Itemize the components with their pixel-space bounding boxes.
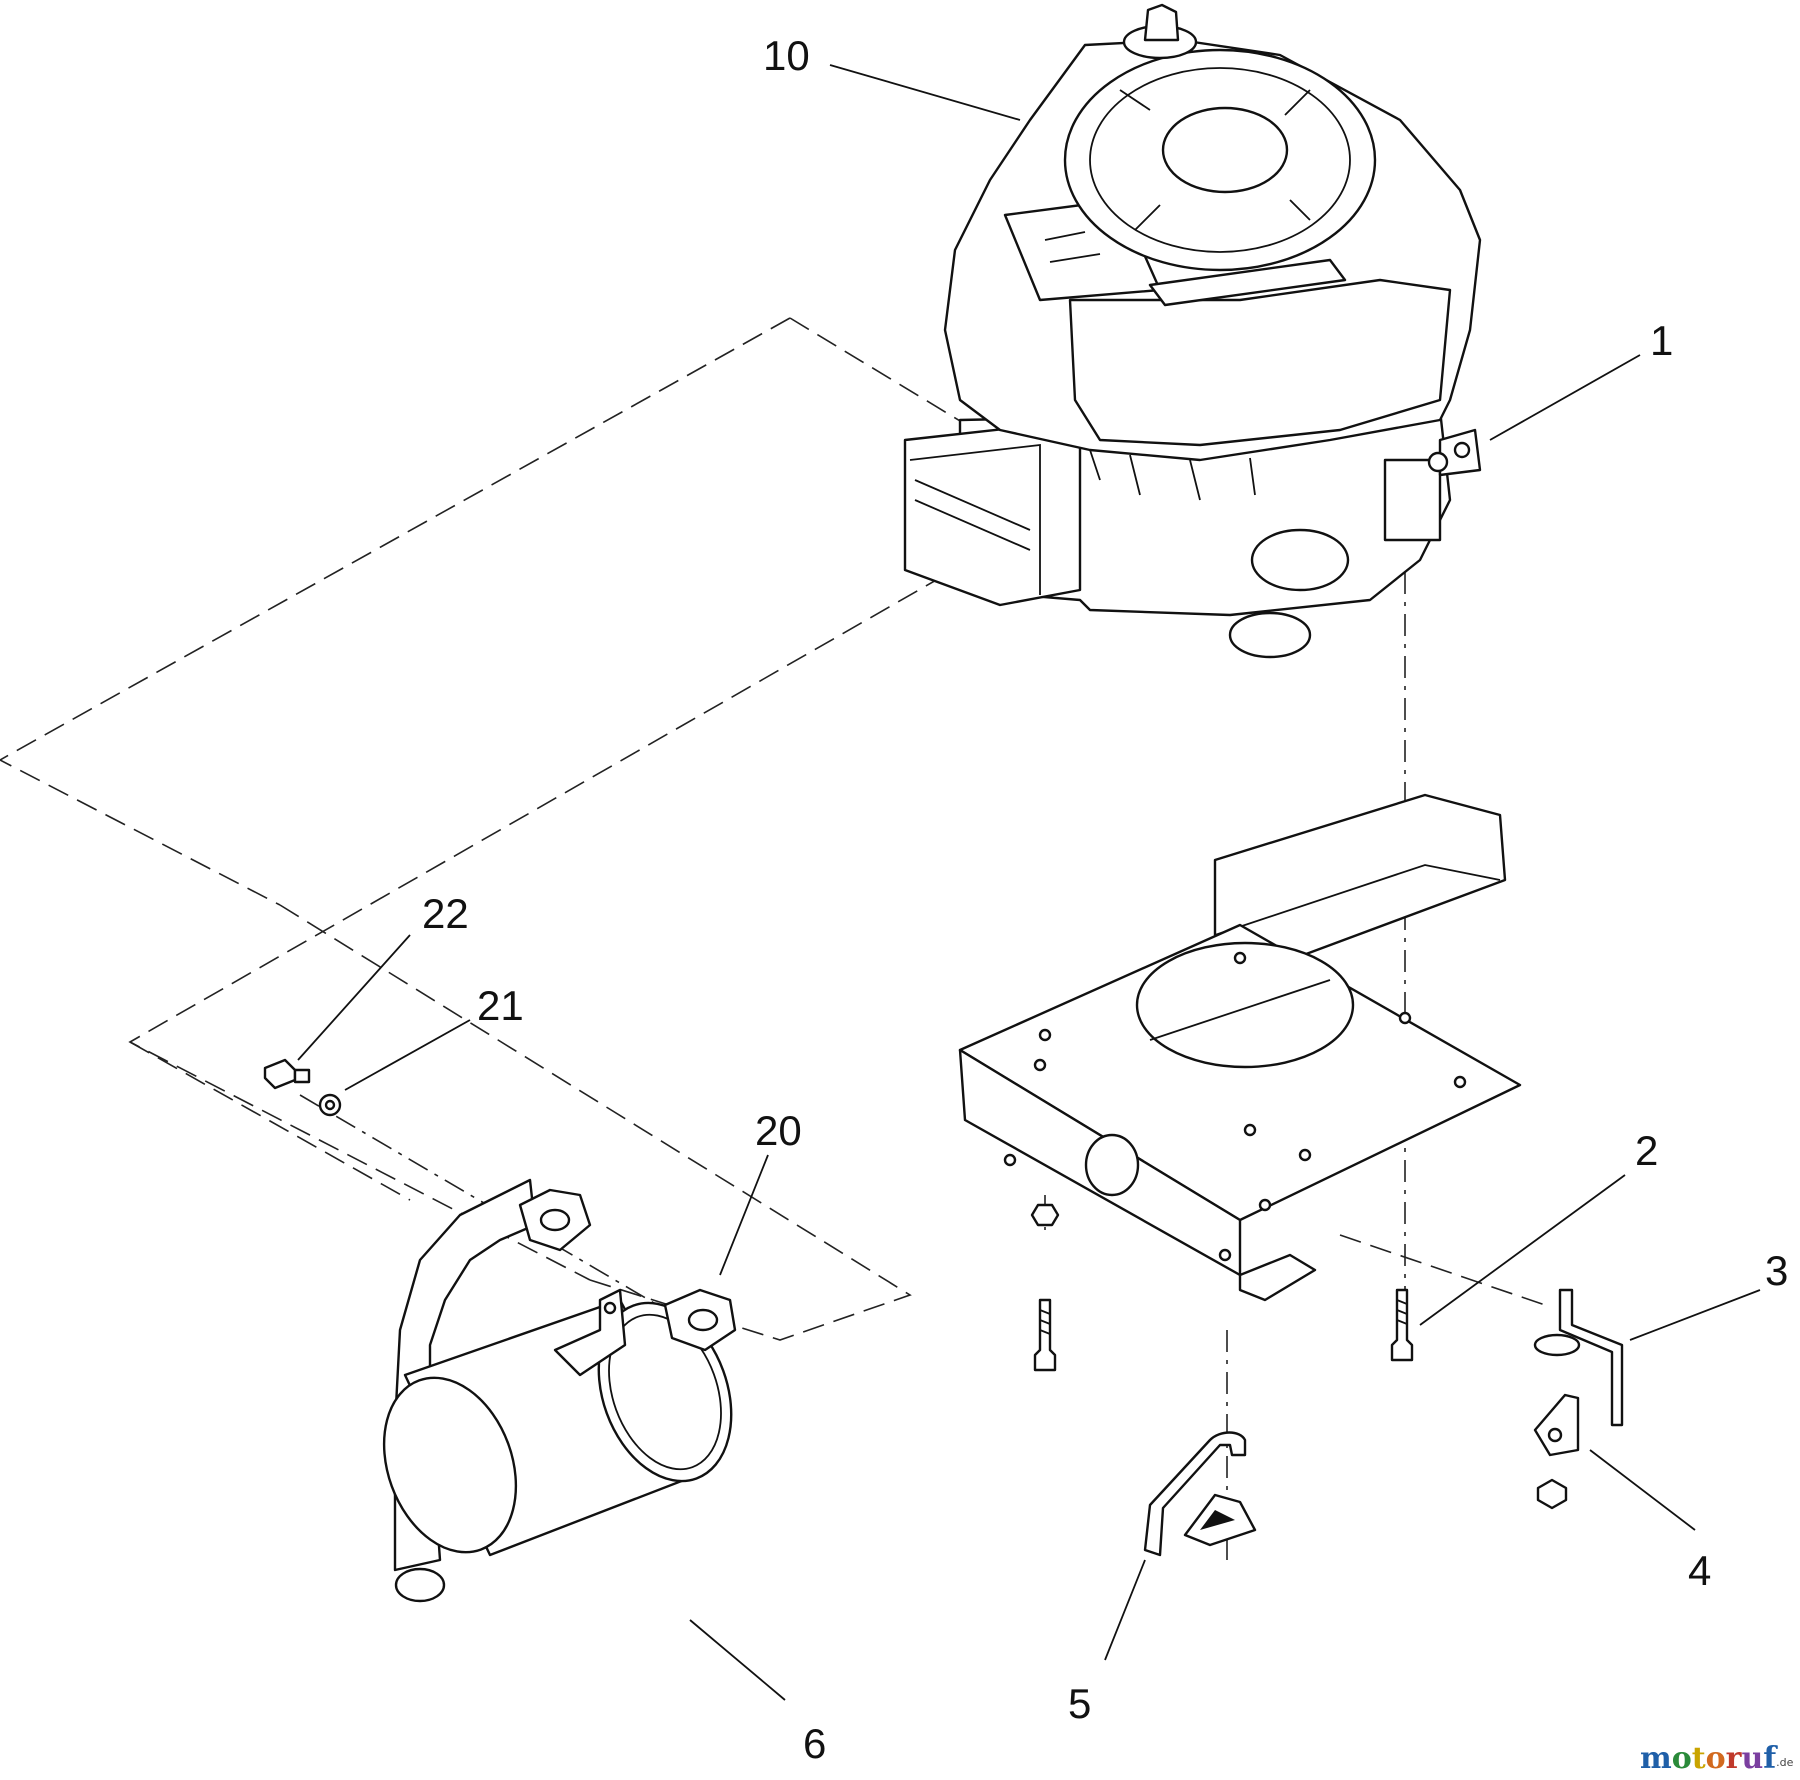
exhaust-plane-top-edge <box>789 317 976 431</box>
callout-21: 21 <box>477 982 524 1029</box>
part-20-gasket <box>663 1288 737 1352</box>
engine-shroud-band <box>1068 278 1452 447</box>
engine-flywheel-ring <box>1089 67 1351 253</box>
rod-clip <box>1533 1333 1581 1357</box>
deck-center-opening <box>1135 941 1355 1069</box>
part-1-nut <box>1427 451 1449 473</box>
deck-mounting-holes <box>1003 951 1467 1262</box>
part-2-bolts <box>1030 1203 1414 1372</box>
callout-5: 5 <box>1068 1680 1091 1727</box>
engine-oil-cap <box>1143 3 1180 42</box>
part-21-22-hardware <box>263 1058 342 1117</box>
bracket-nut <box>1536 1478 1568 1510</box>
engine-model-plate-text <box>1044 231 1101 263</box>
frame-channel-rail-edge <box>1214 864 1501 936</box>
part-5-link <box>1143 1431 1257 1557</box>
watermark-letter-5: u <box>1741 1741 1763 1776</box>
callout-22: 22 <box>422 890 469 937</box>
exhaust-plane-inner <box>129 1041 411 1201</box>
lock-washer-left <box>1030 1203 1060 1227</box>
muffler-tailpipe <box>394 1567 446 1603</box>
muffler-end-cap-rim <box>608 1313 722 1471</box>
cap-screw-shank <box>293 1068 311 1084</box>
leader-10 <box>829 64 1021 121</box>
engine-cooling-ribs <box>1089 449 1256 501</box>
leader-2 <box>1419 1174 1626 1326</box>
mounting-deck-foot <box>1238 1253 1317 1302</box>
callout-10: 10 <box>763 32 810 79</box>
leader-3 <box>1629 1289 1761 1341</box>
bolt-left-thread <box>1039 1309 1051 1335</box>
part-6-muffler <box>382 1178 733 1603</box>
leader-1 <box>1489 354 1641 441</box>
gasket-port <box>687 1308 719 1332</box>
throttle-rod <box>1558 1288 1624 1427</box>
leader-21 <box>344 1019 471 1091</box>
part-3-4-bracket <box>1533 1288 1624 1510</box>
bolt-right <box>1390 1288 1414 1362</box>
callout-4: 4 <box>1688 1547 1711 1594</box>
bolt-left <box>1033 1298 1057 1372</box>
watermark-logo: motoruf.de <box>1640 1741 1794 1776</box>
link-rod <box>1143 1431 1247 1557</box>
leader-5 <box>1104 1559 1146 1661</box>
engine-air-filter-box <box>903 423 1082 607</box>
engine-control-bracket <box>1383 458 1442 542</box>
watermark-letter-1: o <box>1672 1741 1692 1776</box>
cap-screw <box>263 1058 297 1090</box>
mounting-frame <box>958 793 1522 1302</box>
callout-3: 3 <box>1765 1247 1788 1294</box>
engine-carburetor <box>1250 528 1350 592</box>
watermark-letter-2: t <box>1692 1741 1706 1776</box>
watermark-suffix: .de <box>1776 1756 1793 1769</box>
muffler-tab-hole <box>603 1301 617 1315</box>
leader-22 <box>297 934 411 1061</box>
engine-part <box>903 3 1482 659</box>
engine-brand-strip <box>1148 258 1347 307</box>
engine-fuel-bowl <box>1228 611 1312 659</box>
muffler-rear-cap <box>382 1376 518 1554</box>
exhaust-plane-lower-edge <box>128 574 946 1281</box>
engine-screen-vanes <box>1119 89 1311 231</box>
bracket-axis <box>1339 1234 1546 1306</box>
deck-side-hole <box>1084 1133 1140 1197</box>
motoruf-watermark: motoruf.de <box>1640 1741 1794 1776</box>
leader-4 <box>1589 1449 1696 1531</box>
cable-bracket <box>1533 1393 1580 1457</box>
leader-20 <box>719 1154 769 1276</box>
gasket-plane <box>279 904 912 1341</box>
lock-washer-hole <box>324 1099 336 1111</box>
deck-opening-rail <box>1149 979 1331 1041</box>
watermark-letter-3: o <box>1706 1741 1726 1776</box>
bolt-right-thread <box>1396 1299 1408 1325</box>
watermark-letter-6: f <box>1763 1741 1778 1776</box>
watermark-letter-0: m <box>1640 1741 1672 1776</box>
muffler-flange-port <box>539 1208 571 1232</box>
callout-6: 6 <box>803 1720 826 1767</box>
exhaust-plane-outline <box>0 317 791 906</box>
callout-2: 2 <box>1635 1127 1658 1174</box>
callout-1: 1 <box>1650 317 1673 364</box>
engine-air-filter-edge <box>909 443 1041 595</box>
engine-air-filter-label <box>914 479 1031 551</box>
link-clip-shadow <box>1200 1510 1235 1530</box>
engine-flywheel-hub <box>1161 106 1289 194</box>
leader-lines <box>297 64 1761 1701</box>
watermark-letter-4: r <box>1726 1741 1743 1776</box>
cable-bracket-hole <box>1547 1427 1563 1443</box>
leader-6 <box>689 1619 786 1701</box>
callout-20: 20 <box>755 1107 802 1154</box>
engine-mount-nut <box>1453 441 1471 459</box>
callout-numbers: 10 1 2 3 4 5 6 20 21 22 <box>422 32 1788 1767</box>
